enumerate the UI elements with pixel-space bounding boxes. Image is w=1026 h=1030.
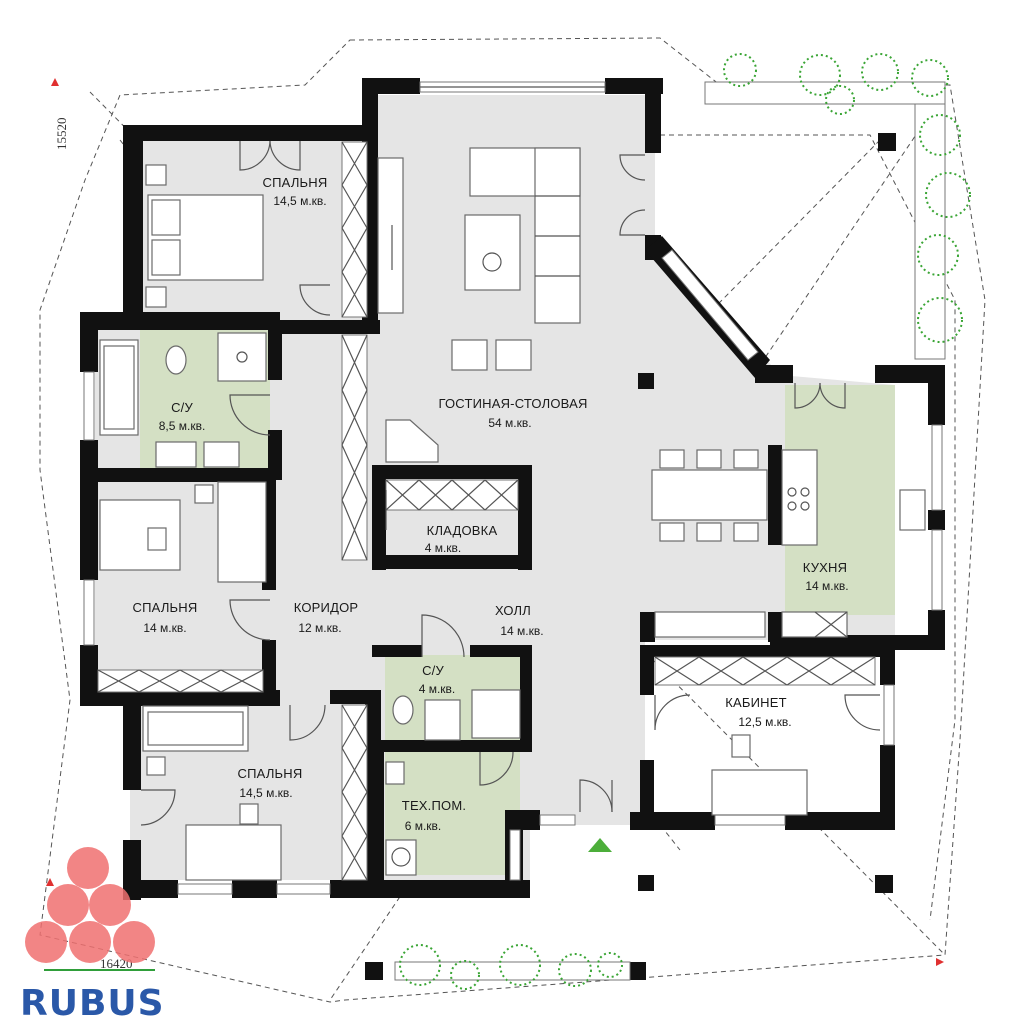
room-title-tech-room: ТЕХ.ПОМ. bbox=[402, 798, 466, 813]
dimension-height-label: 15520 bbox=[54, 118, 69, 151]
entry-arrow-icon bbox=[588, 838, 612, 852]
dimension-marker-left-icon bbox=[46, 878, 54, 886]
furniture bbox=[99, 147, 926, 881]
room-labels: СПАЛЬНЯ 14,5 м.кв. С/У 8,5 м.кв. СПАЛЬНЯ… bbox=[133, 175, 849, 833]
windows bbox=[83, 81, 943, 895]
logo-circle bbox=[25, 921, 67, 963]
rubus-logo: RUBUS bbox=[20, 847, 165, 1024]
room-title-hall: ХОЛЛ bbox=[495, 603, 531, 618]
walls bbox=[80, 78, 945, 980]
room-title-bedroom-top: СПАЛЬНЯ bbox=[263, 175, 328, 190]
room-title-living-dining: ГОСТИНАЯ-СТОЛОВАЯ bbox=[438, 396, 587, 411]
logo-circle bbox=[69, 921, 111, 963]
dimension-marker-top-icon bbox=[51, 78, 59, 86]
room-title-bedroom-bottom: СПАЛЬНЯ bbox=[238, 766, 303, 781]
room-area-corridor: 12 м.кв. bbox=[298, 621, 341, 635]
doors bbox=[140, 140, 881, 826]
room-area-kitchen: 14 м.кв. bbox=[805, 579, 848, 593]
room-title-corridor: КОРИДОР bbox=[294, 600, 359, 615]
room-title-kitchen: КУХНЯ bbox=[803, 560, 847, 575]
room-area-hall: 14 м.кв. bbox=[500, 624, 543, 638]
room-area-study: 12,5 м.кв. bbox=[738, 715, 791, 729]
room-area-bathroom-large: 8,5 м.кв. bbox=[159, 419, 206, 433]
room-area-bedroom-middle: 14 м.кв. bbox=[143, 621, 186, 635]
room-title-bathroom-small: С/У bbox=[422, 663, 444, 678]
room-area-tech-room: 6 м.кв. bbox=[405, 819, 442, 833]
room-area-bedroom-bottom: 14,5 м.кв. bbox=[239, 786, 292, 800]
room-area-storage: 4 м.кв. bbox=[425, 541, 462, 555]
room-title-study: КАБИНЕТ bbox=[725, 695, 787, 710]
logo-circle bbox=[47, 884, 89, 926]
wardrobes bbox=[97, 141, 876, 881]
room-area-bedroom-top: 14,5 м.кв. bbox=[273, 194, 326, 208]
room-title-bathroom-large: С/У bbox=[171, 400, 193, 415]
room-area-bathroom-small: 4 м.кв. bbox=[419, 682, 456, 696]
room-title-bedroom-middle: СПАЛЬНЯ bbox=[133, 600, 198, 615]
logo-circle bbox=[67, 847, 109, 889]
dimension-marker-bottom-icon bbox=[936, 958, 944, 966]
logo-circle bbox=[113, 921, 155, 963]
room-area-living-dining: 54 м.кв. bbox=[488, 416, 531, 430]
vegetation bbox=[394, 53, 971, 990]
room-title-storage: КЛАДОВКА bbox=[427, 523, 498, 538]
brand-name: RUBUS bbox=[20, 983, 165, 1024]
logo-circle bbox=[89, 884, 131, 926]
